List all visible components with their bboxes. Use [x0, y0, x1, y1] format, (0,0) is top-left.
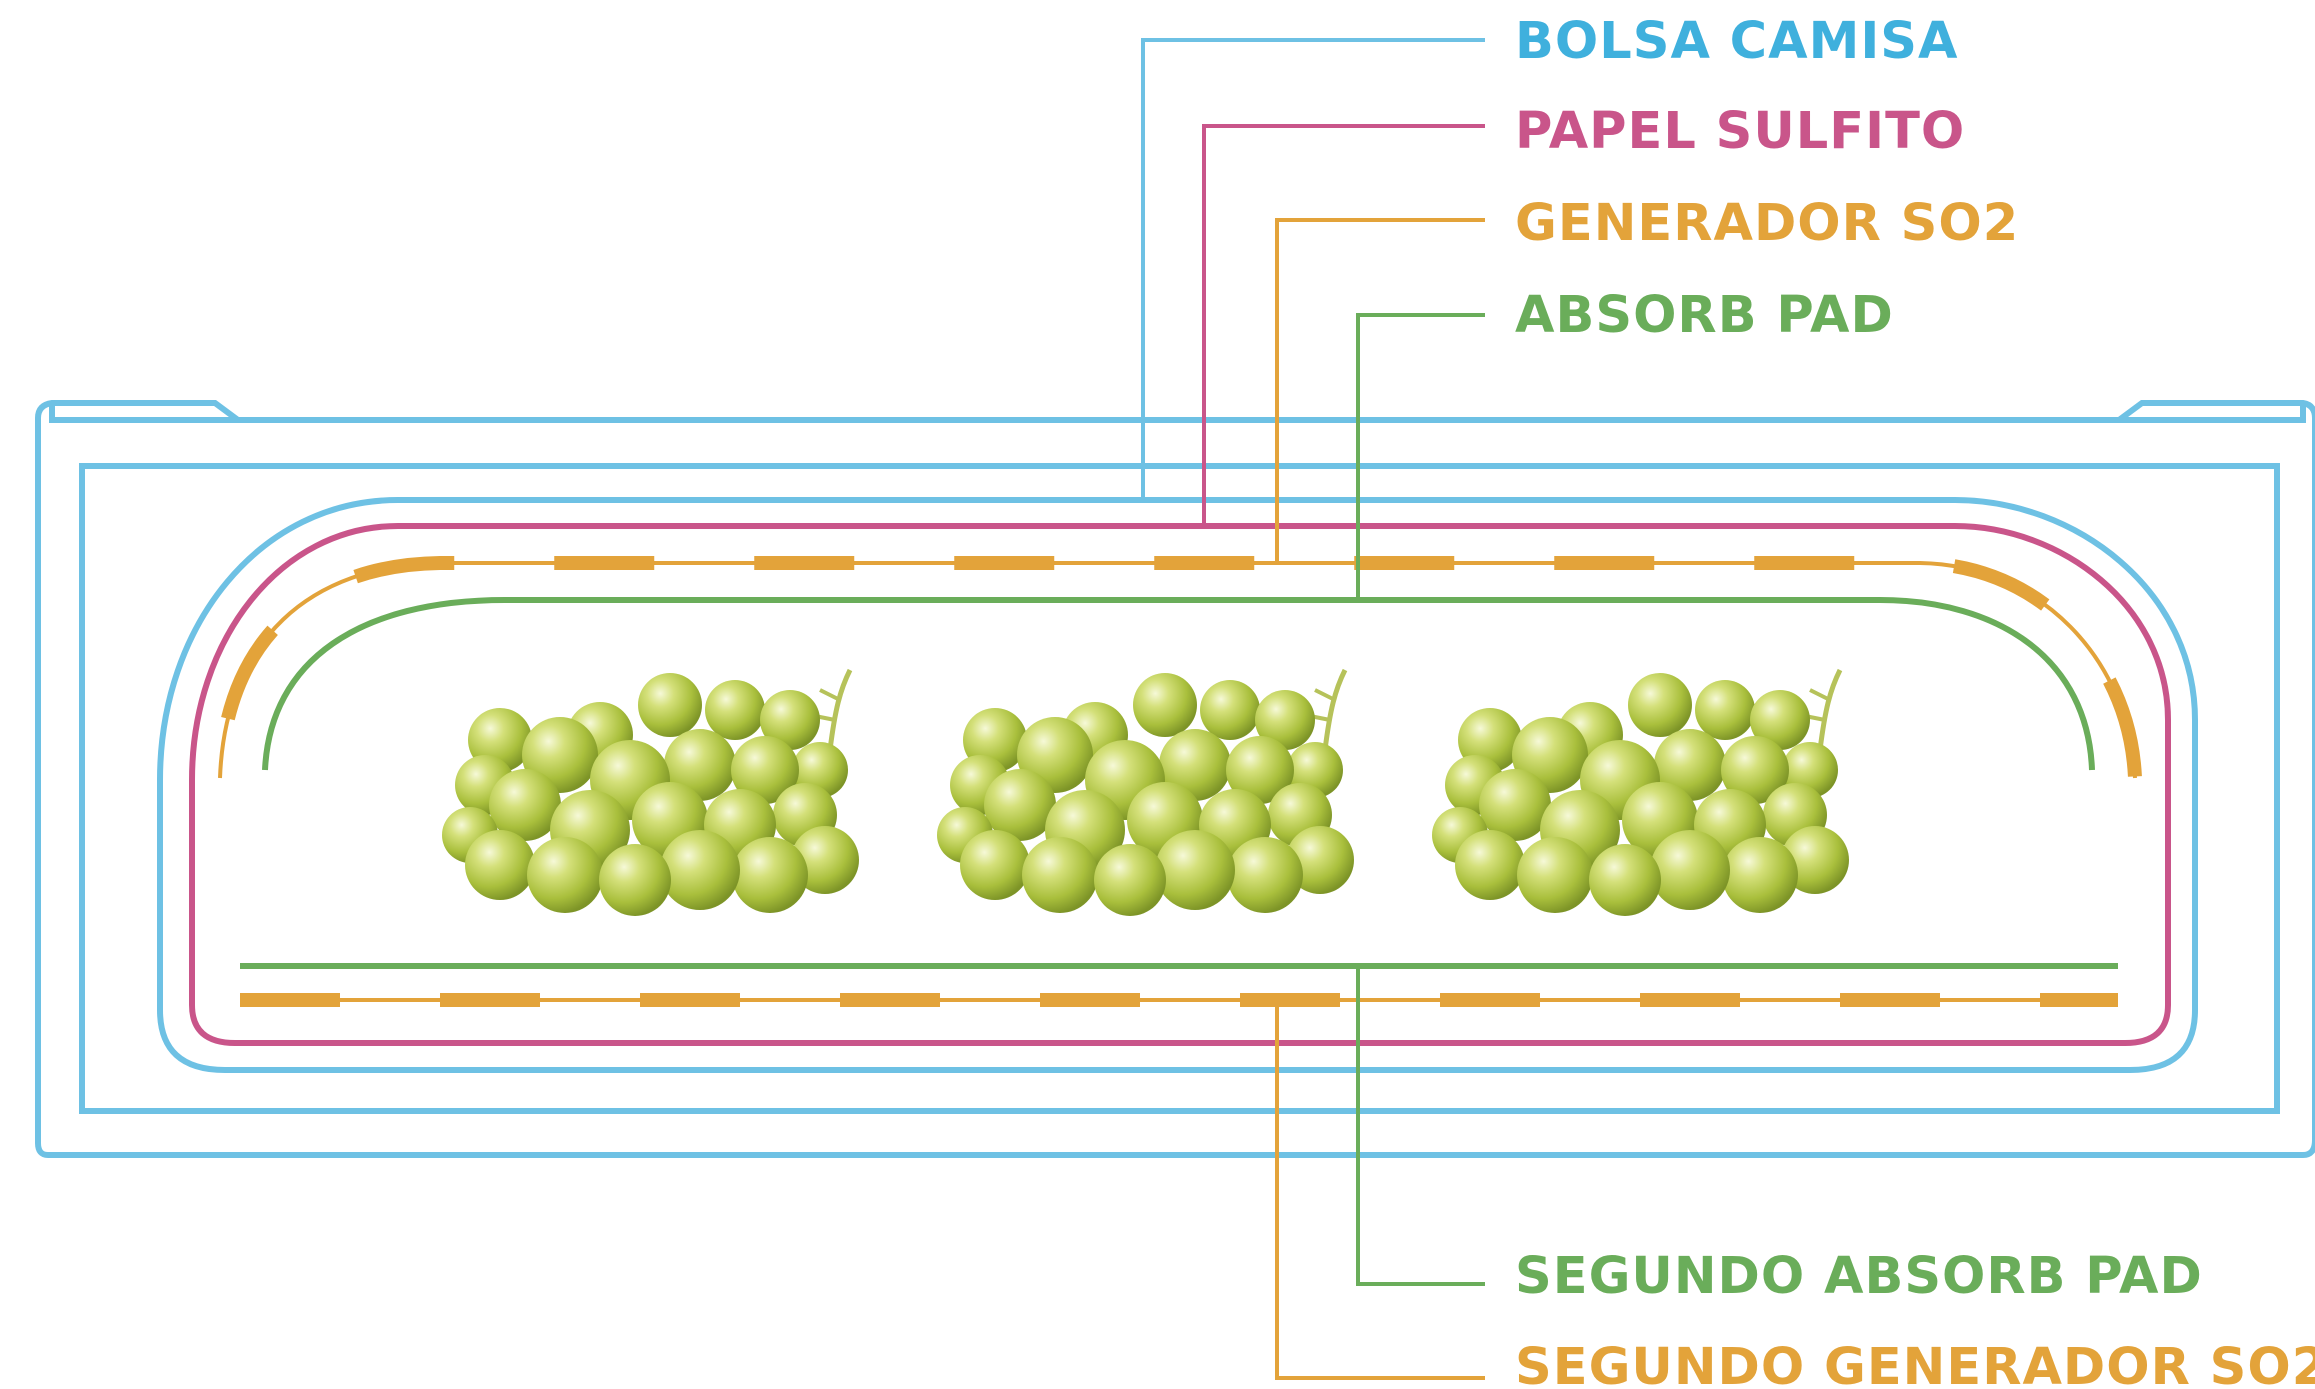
label-bolsa-camisa: BOLSA CAMISA: [1515, 12, 1959, 71]
box-outline: [35, 400, 2315, 1158]
segundo-generador-so2-leader: [1275, 1000, 1485, 1380]
segundo-absorb-pad-leader: [1356, 966, 1485, 1286]
label-papel-sulfito: PAPEL SULFITO: [1515, 102, 1965, 161]
label-generador-so2: GENERADOR SO2: [1515, 194, 2019, 253]
grape-bunch-icon: [1432, 670, 1849, 916]
generador-so2-leader: [1275, 218, 1485, 563]
label-segundo-absorb-pad: SEGUNDO ABSORB PAD: [1515, 1247, 2203, 1306]
absorb-pad-line: [262, 597, 2095, 771]
grape-bunch-icon: [937, 670, 1354, 916]
label-segundo-generador-so2: SEGUNDO GENERADOR SO2: [1515, 1338, 2315, 1389]
generador-so2-line: [213, 556, 2142, 779]
grape-bunch-icon: [442, 670, 859, 916]
bolsa-camisa-leader: [1141, 38, 1485, 500]
label-absorb-pad: ABSORB PAD: [1515, 286, 1894, 345]
bolsa-camisa-line: [157, 497, 2198, 1073]
papel-sulfito-leader: [1202, 124, 1485, 526]
absorb-pad-leader: [1356, 313, 1485, 600]
papel-sulfito-line: [189, 523, 2171, 1046]
